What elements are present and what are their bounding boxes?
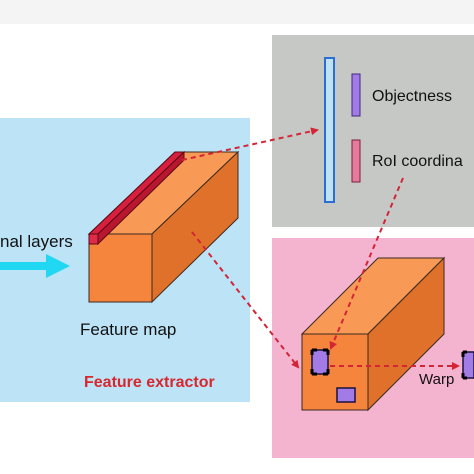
arrow-fmap-to-roi: [191, 231, 300, 369]
feature-map-label: Feature map: [80, 320, 177, 339]
top-strip: [0, 0, 474, 24]
arrow-coords-to-roi: [329, 177, 404, 350]
input-arrow: [0, 254, 70, 278]
objectness-bar: [351, 73, 361, 117]
roi-patch-2: [336, 387, 356, 403]
roi-coordinates-label: RoI coordina: [372, 153, 463, 170]
sliding-window-strip: [87, 150, 186, 246]
roi-patch-1: [310, 348, 330, 376]
feature-extractor-label: Feature extractor: [84, 374, 215, 391]
feature-vector-bar: [324, 57, 335, 203]
warp-label: Warp: [419, 371, 455, 388]
conv-layers-label: nal layers: [0, 232, 73, 251]
rpn-output-panel: [272, 35, 474, 227]
warped-roi-patch: [461, 350, 474, 380]
arrow-strip-to-rpn: [181, 127, 319, 161]
roi-coordinates-bar: [351, 139, 361, 183]
objectness-label: Objectness: [372, 88, 453, 105]
